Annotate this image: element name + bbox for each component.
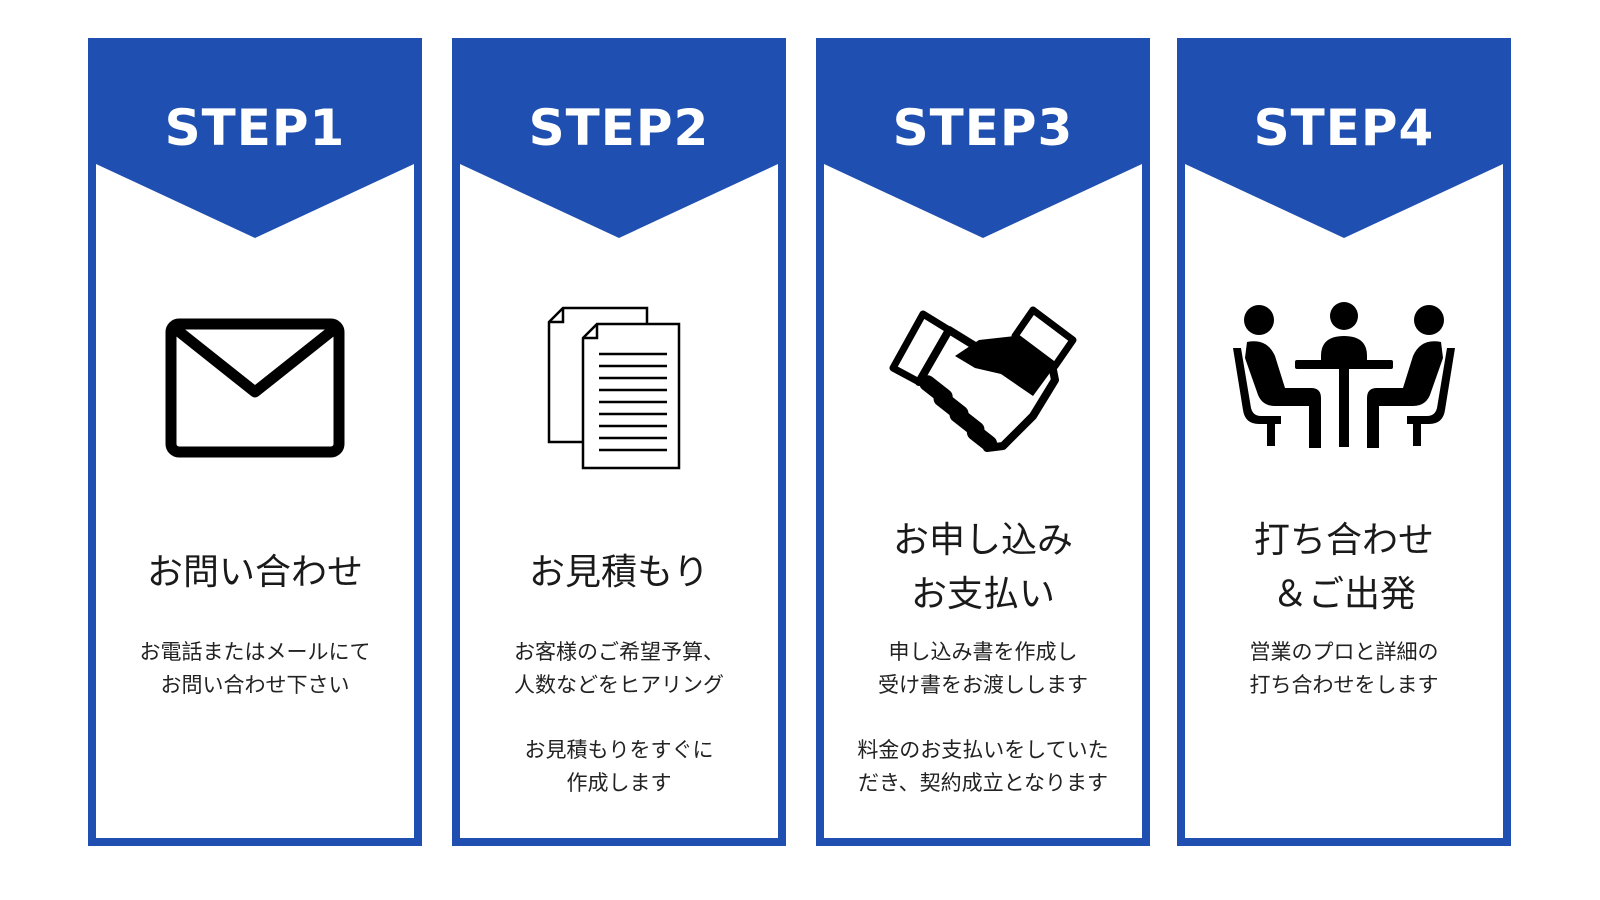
step-description: お客様のご希望予算、 人数などをヒアリング お見積もりをすぐに 作成します <box>514 640 724 795</box>
step-title: お見積もり <box>528 552 709 593</box>
step-description: 申し込み書を作成し 受け書をお渡しします 料金のお支払いをしていた だき、契約成… <box>857 640 1109 795</box>
handshake-icon <box>883 296 1083 471</box>
step-label: STEP1 <box>164 99 346 157</box>
step-banner <box>1185 46 1503 238</box>
step-description: 営業のプロと詳細の 打ち合わせをします <box>1249 640 1439 697</box>
step-card-1: STEP1 お問い合わせ お電話またはメールにて お問い合わせ下さい <box>88 38 422 846</box>
step-label: STEP2 <box>528 99 710 157</box>
step-card-3: STEP3 お申し込み お支払い <box>816 38 1150 846</box>
step-label: STEP4 <box>1253 99 1435 157</box>
meeting-icon <box>1233 296 1455 471</box>
step-banner <box>460 46 778 238</box>
step-description: お電話またはメールにて お問い合わせ下さい <box>139 640 371 697</box>
step-card-2: STEP2 お見積もり <box>452 38 786 846</box>
step-title: お問い合わせ <box>146 552 363 593</box>
envelope-icon <box>155 296 355 471</box>
step-title: 打ち合わせ ＆ご出発 <box>1253 520 1434 615</box>
documents-icon <box>519 296 719 471</box>
step-label: STEP3 <box>892 99 1074 157</box>
step-banner <box>96 46 414 238</box>
step-card-4: STEP4 <box>1177 38 1511 846</box>
step-title: お申し込み お支払い <box>892 520 1073 615</box>
step-banner <box>824 46 1142 238</box>
